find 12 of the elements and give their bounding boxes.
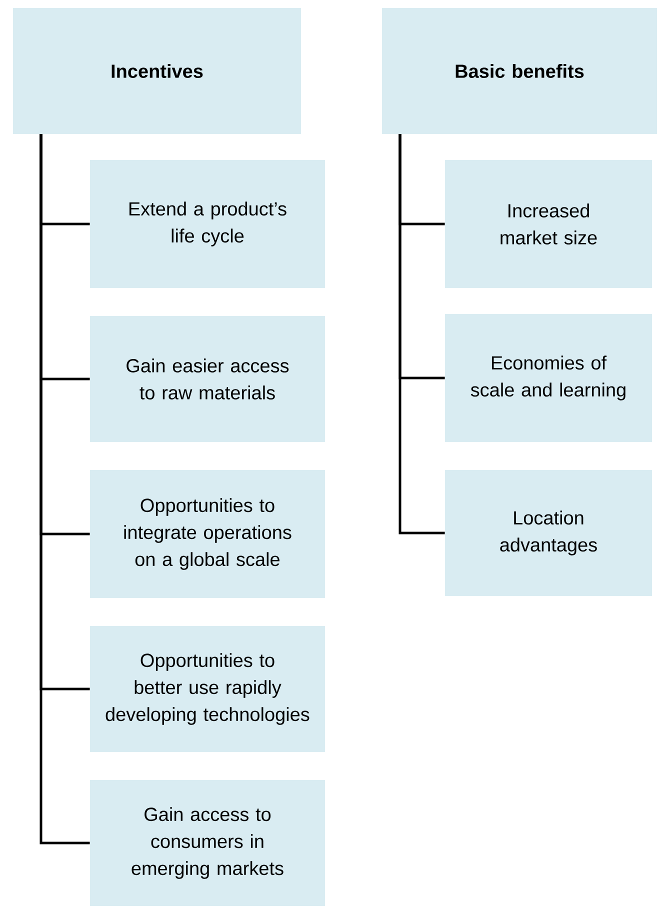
item-box: Extend a product’s life cycle <box>90 160 325 288</box>
category-box: Basic benefits <box>382 8 657 134</box>
item-box: Location advantages <box>445 470 652 596</box>
connector-line <box>398 134 445 534</box>
category-box: Incentives <box>13 8 301 134</box>
item-box: Increased market size <box>445 160 652 288</box>
item-box: Gain easier access to raw materials <box>90 316 325 442</box>
item-box: Opportunities to integrate operations on a global scale <box>90 470 325 598</box>
item-box: Opportunities to better use rapidly developing technologies <box>90 626 325 752</box>
connector-line <box>40 134 90 844</box>
item-box: Economies of scale and learning <box>445 314 652 442</box>
item-box: Gain access to consumers in emerging markets <box>90 780 325 906</box>
